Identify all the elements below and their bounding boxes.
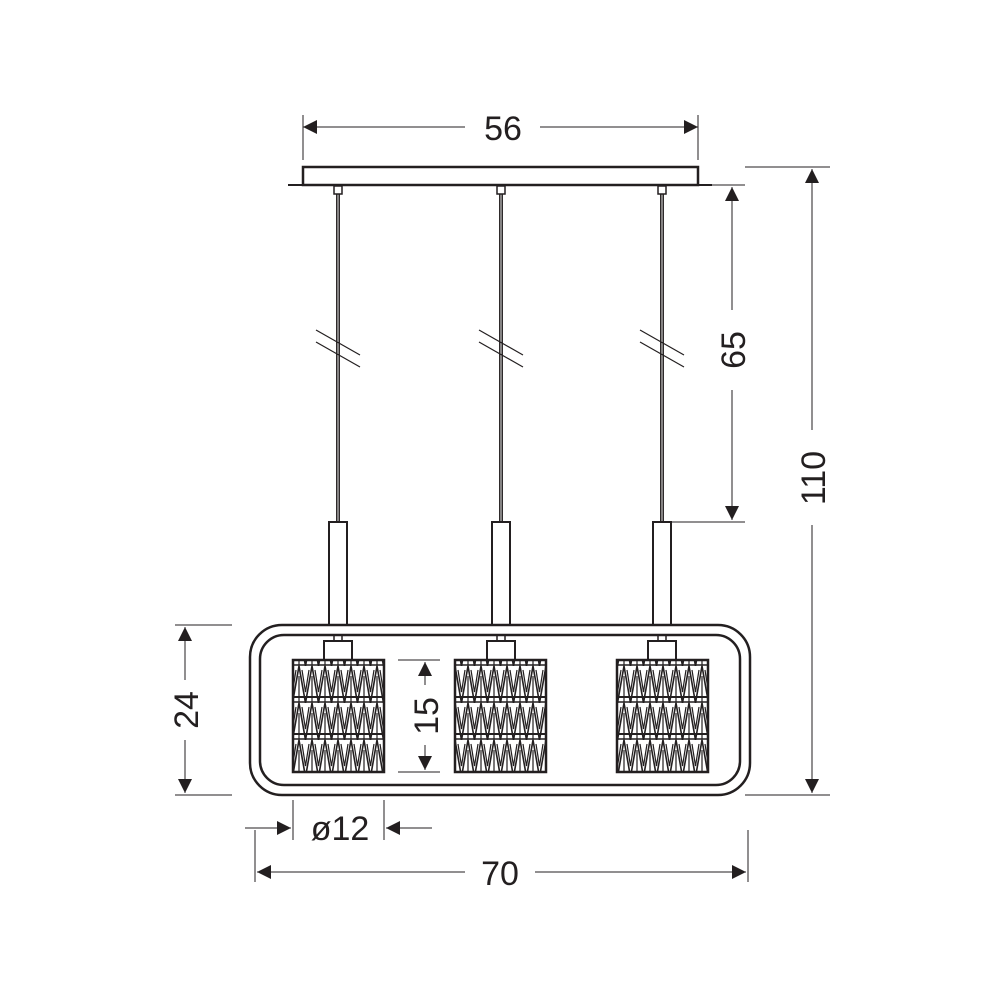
pendant-tube bbox=[652, 521, 672, 626]
ceiling-canopy bbox=[288, 165, 712, 187]
dimension-label: 24 bbox=[168, 691, 206, 729]
dimension-frame-height: 24 bbox=[168, 624, 232, 796]
pendant-tube bbox=[328, 521, 348, 626]
break-mark bbox=[478, 341, 524, 368]
pendant-tube bbox=[491, 521, 511, 626]
glass-shade bbox=[453, 658, 548, 774]
lamp-socket bbox=[323, 640, 353, 661]
glass-shade bbox=[291, 658, 386, 774]
break-mark bbox=[478, 329, 524, 356]
lamp-frame bbox=[248, 623, 752, 797]
break-mark bbox=[315, 329, 361, 356]
dimension-shade-diameter: ø12 bbox=[245, 800, 432, 848]
pendants bbox=[291, 185, 710, 774]
dimension-label: 65 bbox=[715, 331, 753, 369]
dimension-label: 15 bbox=[408, 697, 446, 735]
cord-connector bbox=[496, 185, 506, 195]
cord-connector bbox=[333, 185, 343, 195]
dimension-label: 56 bbox=[484, 110, 522, 148]
dimension-total-height: 110 bbox=[745, 166, 833, 796]
cord-connector bbox=[657, 185, 667, 195]
dimension-total-width: 70 bbox=[254, 830, 749, 893]
lamp-socket bbox=[486, 640, 516, 661]
dimension-label: ø12 bbox=[311, 810, 370, 848]
break-mark bbox=[315, 341, 361, 368]
break-mark bbox=[639, 329, 685, 356]
lamp-socket bbox=[647, 640, 677, 661]
dimension-shade-height: 15 bbox=[398, 659, 446, 773]
dimension-label: 70 bbox=[481, 855, 519, 893]
dimension-cord-length: 65 bbox=[672, 184, 753, 523]
glass-shade bbox=[615, 658, 710, 774]
break-mark bbox=[639, 341, 685, 368]
dimension-canopy-width: 56 bbox=[302, 110, 699, 160]
dimension-label: 110 bbox=[795, 451, 833, 505]
